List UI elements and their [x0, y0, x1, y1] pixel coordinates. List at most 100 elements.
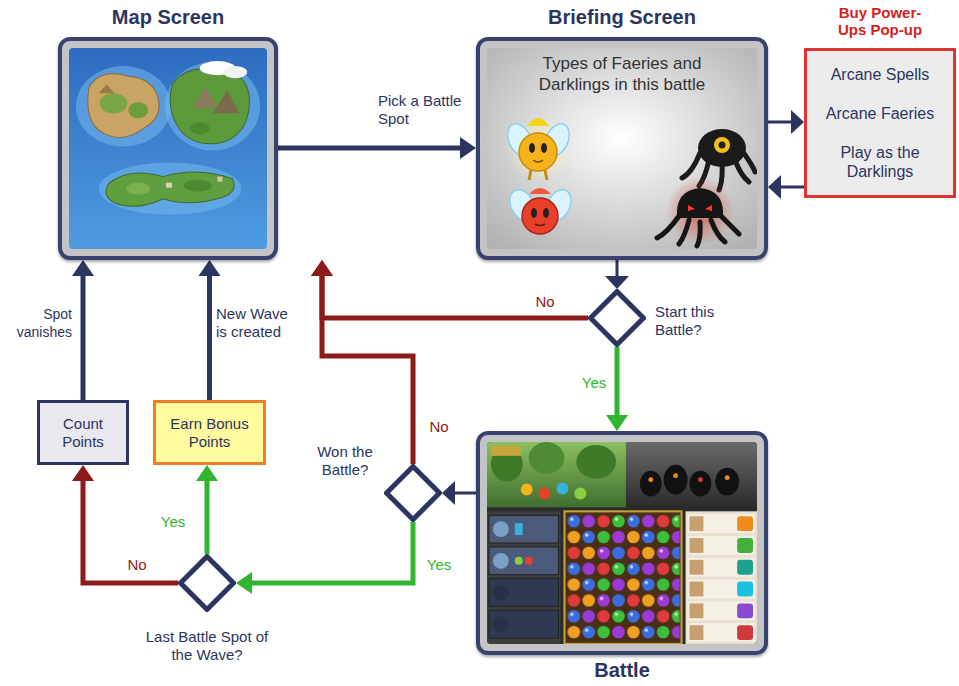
battle-screenshot-part: [564, 511, 681, 644]
world-map-art-part: [165, 62, 260, 150]
connector: [605, 260, 629, 289]
spell-list-part: [690, 516, 704, 531]
popup-option: Play as the Darklings: [813, 143, 947, 181]
screen-panel: Briefing Screen Types of Faeries and Dar…: [476, 4, 768, 260]
arrow-head: [605, 276, 629, 289]
spell-list-part: [737, 582, 753, 597]
world-map-art-part: [193, 86, 218, 108]
connector: [768, 175, 804, 199]
red-faerie-part: [535, 224, 545, 226]
spell-list: [688, 514, 756, 642]
battle-screenshot-part: [491, 446, 523, 482]
red-faerie-part: [531, 208, 537, 218]
arrow-head: [72, 465, 94, 481]
world-map-art-part: [88, 74, 159, 138]
spell-list-part: [690, 582, 704, 597]
arrow-head: [460, 137, 476, 159]
yellow-faerie-part: [529, 170, 547, 180]
world-map-art-part: [106, 172, 234, 206]
connector: [72, 260, 94, 400]
battle-screenshot-part: [529, 442, 565, 474]
connector: [311, 260, 588, 318]
connector: [442, 481, 476, 505]
decision-label: Won the Battle?: [312, 443, 378, 479]
edge-label: No: [122, 556, 152, 574]
process-box: Earn Bonus Points: [153, 400, 266, 465]
darkling-one-part: [719, 142, 726, 149]
connector-line: [616, 260, 619, 277]
connector: [278, 137, 476, 159]
arrow-head: [311, 260, 333, 276]
process-box: Count Points: [37, 400, 129, 465]
spell-list-part: [737, 603, 753, 618]
battle-screenshot-part: [664, 465, 688, 495]
screen-frame: Types of Faeries and Darklings in this b…: [476, 37, 768, 260]
battle-screenshot-part: [566, 513, 679, 642]
battle-screenshot-part: [515, 557, 523, 565]
arrow-head: [199, 260, 221, 276]
connector-line: [81, 275, 86, 400]
world-map-art-part: [190, 122, 210, 134]
decision-diamond-outline: [181, 557, 234, 610]
process-label: Earn Bonus Points: [160, 415, 259, 451]
connector-line: [780, 186, 804, 189]
battle-screenshot-part: [521, 484, 533, 496]
connector-line: [454, 492, 476, 495]
yellow-faerie-part: [527, 118, 549, 126]
spell-list-part: [688, 514, 756, 533]
connector: [196, 465, 218, 554]
battle-screenshot-part: [489, 515, 558, 543]
decision-diamond-shape: [178, 554, 236, 612]
world-map-art-part: [126, 183, 150, 195]
battle-screenshot-part: [489, 579, 558, 607]
red-faerie-part: [543, 208, 549, 218]
battle-screenshot-part: [493, 616, 509, 632]
battle-screenshot-part: [698, 477, 703, 482]
edge-label: Yes: [420, 556, 458, 574]
decision-diamond-shape: [384, 464, 442, 522]
connector-line: [615, 347, 620, 416]
character-art-part: [487, 48, 757, 249]
popup-box: Arcane SpellsArcane FaeriesPlay as the D…: [804, 48, 956, 198]
yellow-faerie: [503, 118, 574, 182]
screen-title: Briefing Screen: [476, 4, 768, 34]
decision-diamond: Won the Battle?: [384, 464, 442, 522]
yellow-faerie-part: [533, 160, 543, 162]
battle-screenshot-part: [487, 442, 757, 644]
world-map-art-part: [166, 183, 172, 188]
decision-label: Last Battle Spot of the Wave?: [142, 628, 272, 664]
edge-label: Yes: [154, 513, 192, 531]
screen-title: Battle: [476, 657, 768, 686]
battle-screenshot-part: [489, 610, 558, 638]
battle-screenshot-part: [487, 442, 626, 507]
world-map-art-part: [223, 66, 247, 78]
process-label: Count Points: [44, 415, 122, 451]
screen-frame: [58, 37, 278, 260]
world-map-art-part: [100, 93, 128, 113]
arrow-head: [196, 465, 218, 481]
world-map-art-part: [99, 163, 242, 215]
arrow-head: [791, 110, 804, 134]
battle-screenshot-part: [493, 585, 509, 601]
battle-screenshot-part: [525, 557, 533, 565]
darkling-two: [657, 177, 739, 246]
battle-screenshot-part: [493, 521, 509, 537]
spell-list-part: [688, 558, 756, 577]
world-map-art-part: [184, 180, 212, 192]
connector: [236, 522, 413, 594]
battle-screenshot-part: [576, 445, 616, 479]
yellow-faerie-part: [541, 143, 547, 153]
red-faerie: [505, 186, 575, 234]
arrow-head: [72, 260, 94, 276]
battle-screenshot-part: [491, 446, 521, 456]
arrow-head: [442, 481, 455, 505]
spell-list-part: [688, 623, 756, 642]
connector-line: [322, 275, 413, 464]
edge-label: Yes: [575, 374, 613, 392]
arrow-head: [606, 415, 628, 431]
battle-screenshot-part: [725, 475, 730, 480]
battle-screenshot-part: [489, 547, 558, 575]
world-map-art-part: [213, 90, 240, 113]
edge-label: New Wave is created: [214, 305, 298, 341]
